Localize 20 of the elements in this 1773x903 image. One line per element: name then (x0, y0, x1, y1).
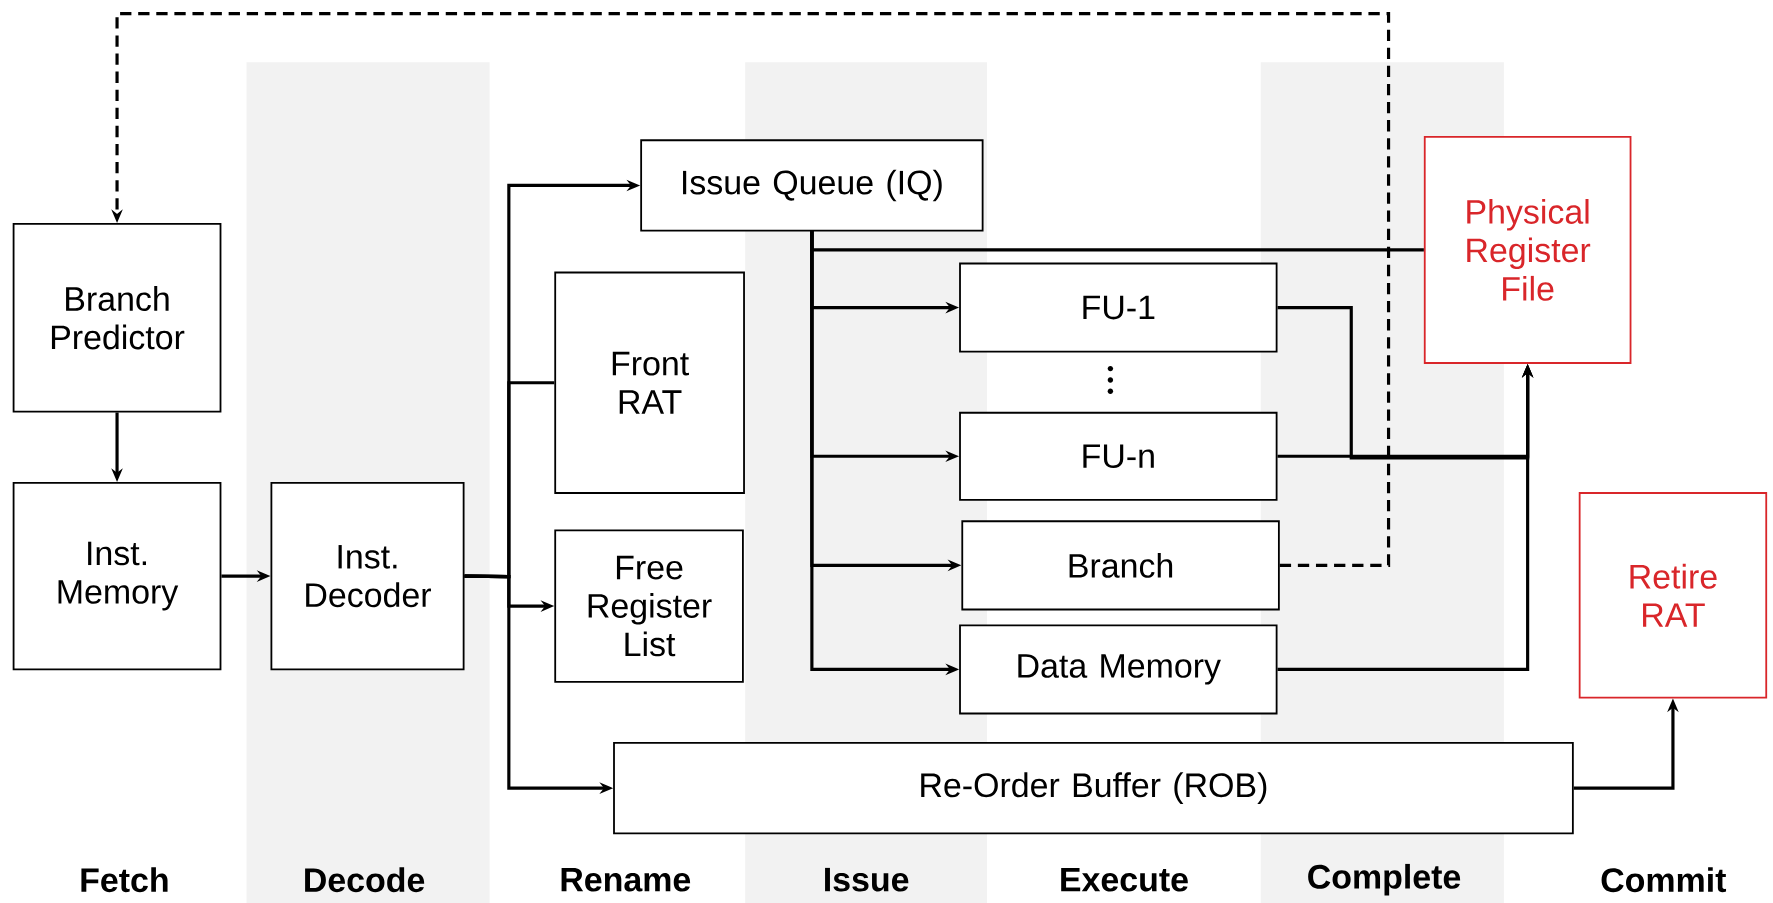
stage-label: Fetch (81, 867, 168, 892)
process-box: Retire RAT (1578, 491, 1768, 699)
process-box: Inst. Decoder (270, 481, 465, 671)
process-box: Branch Predictor (12, 222, 222, 413)
process-box: Re-Order Buffer (ROB) (613, 741, 1574, 835)
process-box: Front RAT (554, 271, 745, 494)
stage-label: Commit (1601, 867, 1727, 892)
process-box: Issue Queue (IQ) (640, 139, 984, 232)
process-box: Data Memory (959, 624, 1278, 715)
stage-label: Execute (1061, 867, 1188, 892)
process-box: Physical Register File (1423, 135, 1632, 364)
process-box: Free Register List (554, 529, 744, 683)
stage-label: Rename (561, 867, 691, 892)
process-box: Branch (961, 520, 1280, 611)
stage-label: Issue (825, 867, 909, 892)
process-box: FU-n (959, 411, 1278, 501)
process-box: Inst. Memory (12, 481, 222, 671)
stage-label: Complete (1308, 863, 1461, 896)
process-box: FU-1 (959, 262, 1278, 353)
stage-label: Decode (305, 867, 425, 892)
